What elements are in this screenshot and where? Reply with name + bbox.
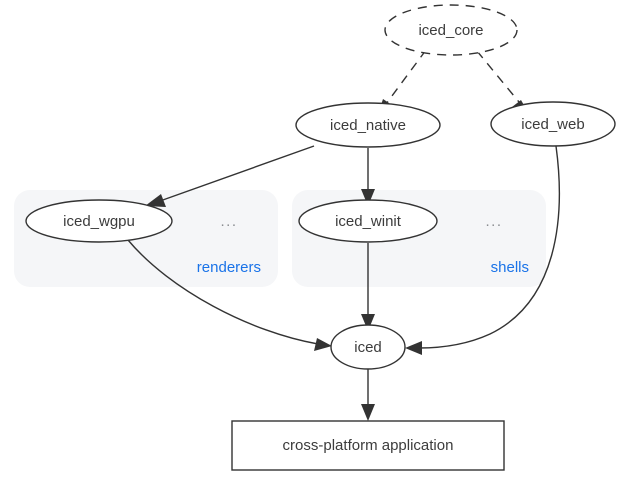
group-renderers-ellipsis: ... (220, 213, 237, 230)
node-iced-winit[interactable]: iced_winit (298, 199, 438, 243)
node-iced[interactable]: iced (330, 324, 406, 370)
node-iced-native-label: iced_native (330, 117, 406, 134)
edge-iced-to-application-arrowhead (361, 404, 375, 421)
group-renderers-label: renderers (197, 259, 261, 276)
edge-iced-winit-to-iced-arrowhead (361, 314, 375, 331)
edge-iced-web-to-iced-line (418, 145, 560, 349)
node-iced-shape[interactable] (330, 324, 406, 370)
edge-iced-wgpu-to-iced (127, 239, 332, 351)
group-shells-ellipsis: ... (485, 213, 502, 230)
edge-iced-web-to-iced (405, 145, 560, 355)
edge-iced-web-to-iced-arrowhead (405, 341, 422, 355)
group-shells-label: shells (491, 259, 529, 276)
node-iced-web[interactable]: iced_web (490, 101, 616, 147)
node-iced-winit-shape[interactable] (298, 199, 438, 243)
node-iced-wgpu[interactable]: iced_wgpu (25, 199, 173, 243)
node-cross-platform-application[interactable]: cross-platform application (231, 420, 505, 471)
edge-iced-core-to-iced-web-line (476, 50, 520, 103)
node-iced-label: iced (354, 339, 382, 356)
edge-iced-to-application (361, 369, 375, 421)
node-cross-platform-application-shape[interactable] (231, 420, 505, 471)
edge-iced-wgpu-to-iced-line (127, 239, 319, 345)
edge-iced-native-to-iced-wgpu-line (159, 145, 315, 202)
node-iced-winit-label: iced_winit (335, 213, 402, 230)
node-cross-platform-application-label: cross-platform application (283, 437, 454, 454)
node-iced-core-shape[interactable] (384, 4, 518, 56)
edge-iced-native-to-iced-wgpu (145, 145, 315, 207)
edge-iced-native-to-iced-wgpu-arrowhead (145, 194, 166, 207)
node-iced-native-shape[interactable] (295, 102, 441, 148)
edge-iced-native-to-iced-winit (361, 148, 375, 206)
node-iced-native[interactable]: iced_native (295, 102, 441, 148)
edge-iced-winit-to-iced (361, 243, 375, 331)
node-iced-core-label: iced_core (418, 22, 483, 39)
edge-iced-native-to-iced-winit-arrowhead (361, 189, 375, 206)
node-iced-wgpu-label: iced_wgpu (63, 213, 135, 230)
node-iced-wgpu-shape[interactable] (25, 199, 173, 243)
node-iced-core[interactable]: iced_core (384, 4, 518, 56)
edge-iced-core-to-iced-native-line (385, 49, 427, 105)
node-iced-web-shape[interactable] (490, 101, 616, 147)
node-iced-web-label: iced_web (521, 116, 584, 133)
edge-iced-wgpu-to-iced-arrowhead (314, 338, 332, 351)
